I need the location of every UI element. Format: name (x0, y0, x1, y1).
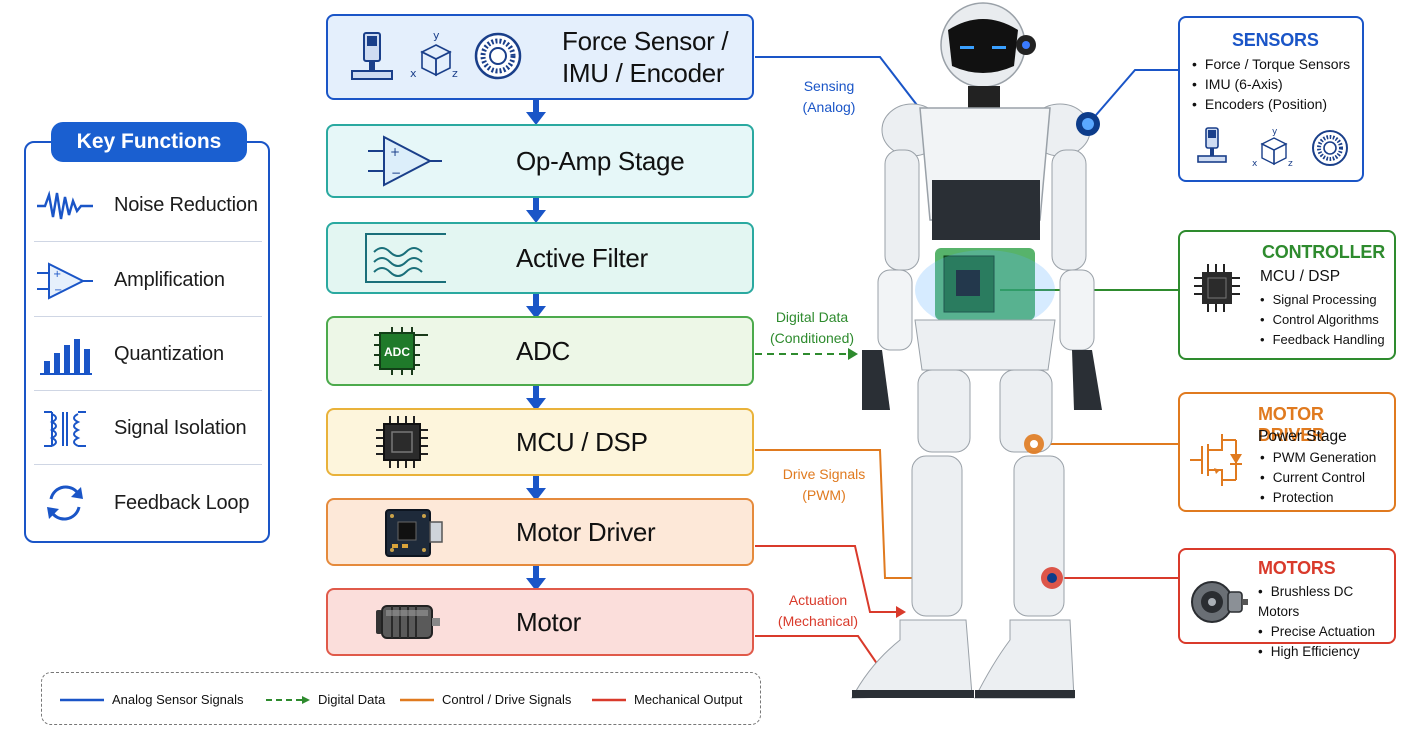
flow-arrow-down (526, 294, 546, 319)
svg-text:x: x (410, 67, 417, 80)
flow-arrow-down (526, 100, 546, 125)
stage-label: Active Filter (516, 242, 648, 273)
flow-arrow-down (526, 198, 546, 223)
sensor-icons: y x z (346, 16, 536, 98)
svg-text:z: z (1288, 159, 1293, 169)
controller-subtitle: MCU / DSP (1260, 268, 1341, 285)
driver-board-icon (346, 500, 446, 564)
motors-title: MOTORS (1258, 558, 1336, 578)
sensing-connector (755, 56, 931, 123)
motor-driver-box: MOTOR DRIVER Power Stage PWM Generation … (1178, 392, 1396, 512)
motor-driver-subtitle: Power Stage (1258, 428, 1347, 445)
bar-steps-icon (34, 333, 96, 377)
stage-mcu-dsp: MCU / DSP (326, 408, 754, 476)
motor-driver-title: MOTOR DRIVER (1258, 404, 1325, 445)
sensors-box: SENSORS Force / Torque Sensors IMU (6-Ax… (1178, 16, 1364, 182)
legend-digital: Digital Data (266, 692, 385, 707)
microchip-icon (1194, 264, 1240, 312)
key-function-amplification: +− Amplification (34, 245, 262, 317)
filter-icon (346, 224, 446, 292)
motors-box: MOTORS Brushless DC Motors Precise Actua… (1178, 548, 1396, 659)
stage-label: Force Sensor / IMU / Encoder (562, 26, 729, 88)
motor-driver-list: PWM Generation Current Control Protectio… (1260, 448, 1377, 508)
microchip-icon (346, 410, 446, 474)
key-function-label: Quantization (114, 343, 224, 365)
svg-text:−: − (391, 166, 401, 180)
stage-label: Op-Amp Stage (516, 145, 685, 176)
stage-label: MCU / DSP (516, 426, 648, 457)
motor-icon (1191, 581, 1248, 623)
sensors-title: SENSORS (1232, 30, 1319, 50)
legend-mechanical: Mechanical Output (592, 692, 743, 707)
transformer-icon (34, 407, 96, 451)
encoder-disk-icon (474, 32, 522, 80)
flow-arrow-down (526, 386, 546, 411)
stage-active-filter: Active Filter (326, 222, 754, 294)
stage-motor: Motor (326, 588, 754, 656)
drive-connector (755, 449, 912, 579)
stage-force-sensor-imu-encoder: y x z Force Sensor / IMU / Encoder (326, 14, 754, 100)
key-functions-panel (24, 141, 270, 543)
svg-text:x: x (1252, 159, 1258, 169)
imu-cube-icon: y x z (410, 29, 458, 80)
motors-list: Brushless DC Motors Precise Actuation Hi… (1258, 582, 1394, 662)
sensors-list: Force / Torque Sensors IMU (6-Axis) Enco… (1192, 54, 1350, 114)
flow-arrow-down (526, 476, 546, 501)
waveform-icon (34, 184, 96, 228)
humanoid-robot (851, 2, 1102, 699)
controller-title: CONTROLLER (1262, 242, 1385, 262)
refresh-icon (34, 481, 96, 525)
svg-text:+: + (390, 145, 400, 159)
op-amp-icon: +− (346, 126, 446, 196)
annotation-drive-signals: Drive Signals(PWM) (782, 466, 866, 503)
key-function-feedback-loop: Feedback Loop (34, 467, 262, 539)
legend-analog: Analog Sensor Signals (60, 692, 244, 707)
key-function-signal-isolation: Signal Isolation (34, 393, 262, 465)
controller-box: CONTROLLER MCU / DSP Signal Processing C… (1178, 230, 1396, 360)
legend-control: Control / Drive Signals (400, 692, 572, 707)
key-function-quantization: Quantization (34, 319, 262, 391)
mosfet-icon (1190, 434, 1242, 486)
annotation-actuation: Actuation(Mechanical) (777, 592, 859, 629)
stage-op-amp: +− Op-Amp Stage (326, 124, 754, 198)
actuation-connector-2 (755, 635, 881, 669)
key-function-label: Noise Reduction (114, 194, 258, 216)
stage-label: Motor (516, 606, 581, 637)
svg-text:−: − (54, 285, 62, 296)
op-amp-icon: +− (34, 259, 96, 303)
motor-icon (346, 590, 446, 654)
svg-text:+: + (53, 269, 61, 280)
key-function-noise-reduction: Noise Reduction (34, 170, 262, 242)
svg-text:y: y (433, 29, 440, 42)
key-function-label: Feedback Loop (114, 491, 250, 514)
key-function-label: Amplification (114, 269, 225, 291)
annotation-sensing: Sensing(Analog) (802, 78, 856, 115)
svg-text:z: z (452, 67, 458, 80)
stage-label: ADC (516, 335, 570, 366)
stage-motor-driver: Motor Driver (326, 498, 754, 566)
force-sensor-icon (351, 32, 393, 80)
actuation-connector (755, 545, 898, 613)
legend: Analog Sensor Signals Digital Data Contr… (41, 672, 761, 725)
controller-list: Signal Processing Control Algorithms Fee… (1260, 290, 1385, 350)
stage-adc: ADC ADC (326, 316, 754, 386)
sensors-connector (1089, 69, 1178, 123)
annotation-digital-data: Digital Data(Conditioned) (769, 309, 855, 346)
sensor-icons-small: y x z (1197, 127, 1348, 169)
svg-text:y: y (1272, 127, 1278, 137)
key-functions-title: Key Functions (51, 122, 247, 162)
svg-text:ADC: ADC (384, 345, 410, 359)
stage-label: Motor Driver (516, 516, 656, 547)
flow-arrow-down (526, 566, 546, 591)
adc-chip-icon: ADC (346, 318, 446, 384)
key-function-label: Signal Isolation (114, 417, 247, 439)
